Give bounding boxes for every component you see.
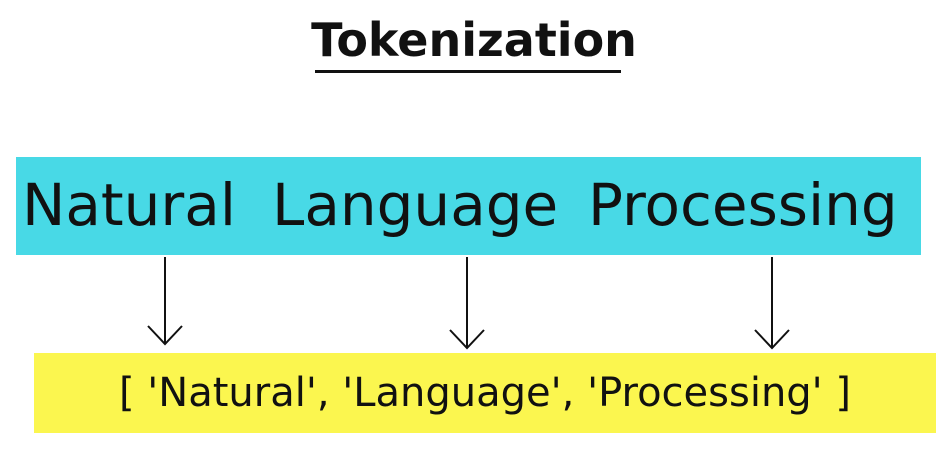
source-word-language: Language — [272, 171, 559, 239]
diagram-title: Tokenization — [311, 13, 637, 67]
down-arrow-2 — [449, 257, 485, 350]
token-list-box — [34, 353, 936, 433]
title-underline — [315, 70, 621, 73]
token-list-text: [ 'Natural', 'Language', 'Processing' ] — [118, 370, 851, 416]
source-word-processing: Processing — [588, 171, 898, 239]
down-arrow-3 — [754, 257, 790, 350]
source-sentence-box — [16, 157, 921, 255]
down-arrow-1 — [147, 257, 183, 346]
source-word-natural: Natural — [22, 171, 236, 239]
